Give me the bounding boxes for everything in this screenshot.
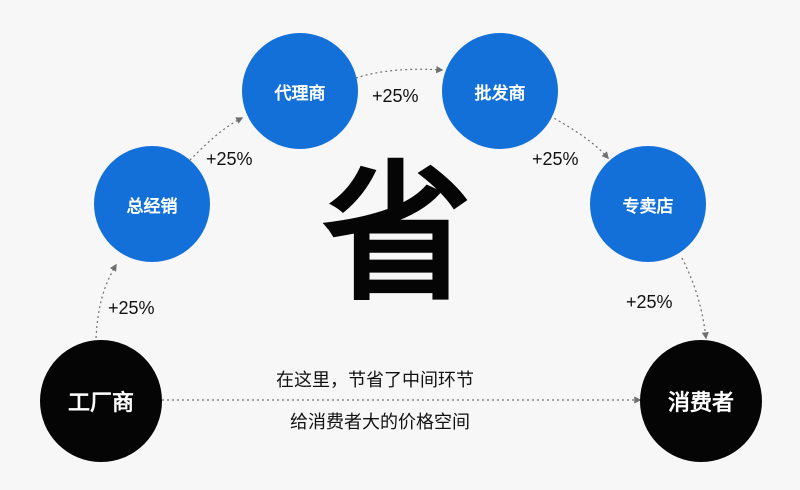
edge-general-agent — [189, 117, 244, 161]
center-character: 省 — [322, 148, 473, 322]
edge-store-consumer — [681, 257, 709, 340]
node-consumer: 消费者 — [640, 340, 762, 462]
edge-label-store-consumer: +25% — [626, 292, 673, 312]
node-store: 专卖店 — [590, 146, 706, 262]
edge-label-wholesale-store: +25% — [532, 149, 579, 169]
edge-factory-general — [95, 263, 117, 339]
node-general: 总经销 — [94, 146, 210, 262]
edge-label-agent-wholesale: +25% — [372, 86, 419, 106]
edge-wholesale-store — [549, 115, 609, 160]
caption-line-1: 在这里，节省了中间环节 — [276, 370, 474, 391]
node-wholesale: 批发商 — [442, 33, 558, 149]
node-agent: 代理商 — [242, 33, 358, 149]
edge-agent-wholesale — [355, 66, 444, 79]
edge-label-factory-general: +25% — [108, 298, 155, 318]
node-factory: 工厂商 — [40, 340, 162, 462]
edge-label-general-agent: +25% — [206, 149, 253, 169]
caption-line-2: 给消费者大的价格空间 — [290, 412, 470, 433]
